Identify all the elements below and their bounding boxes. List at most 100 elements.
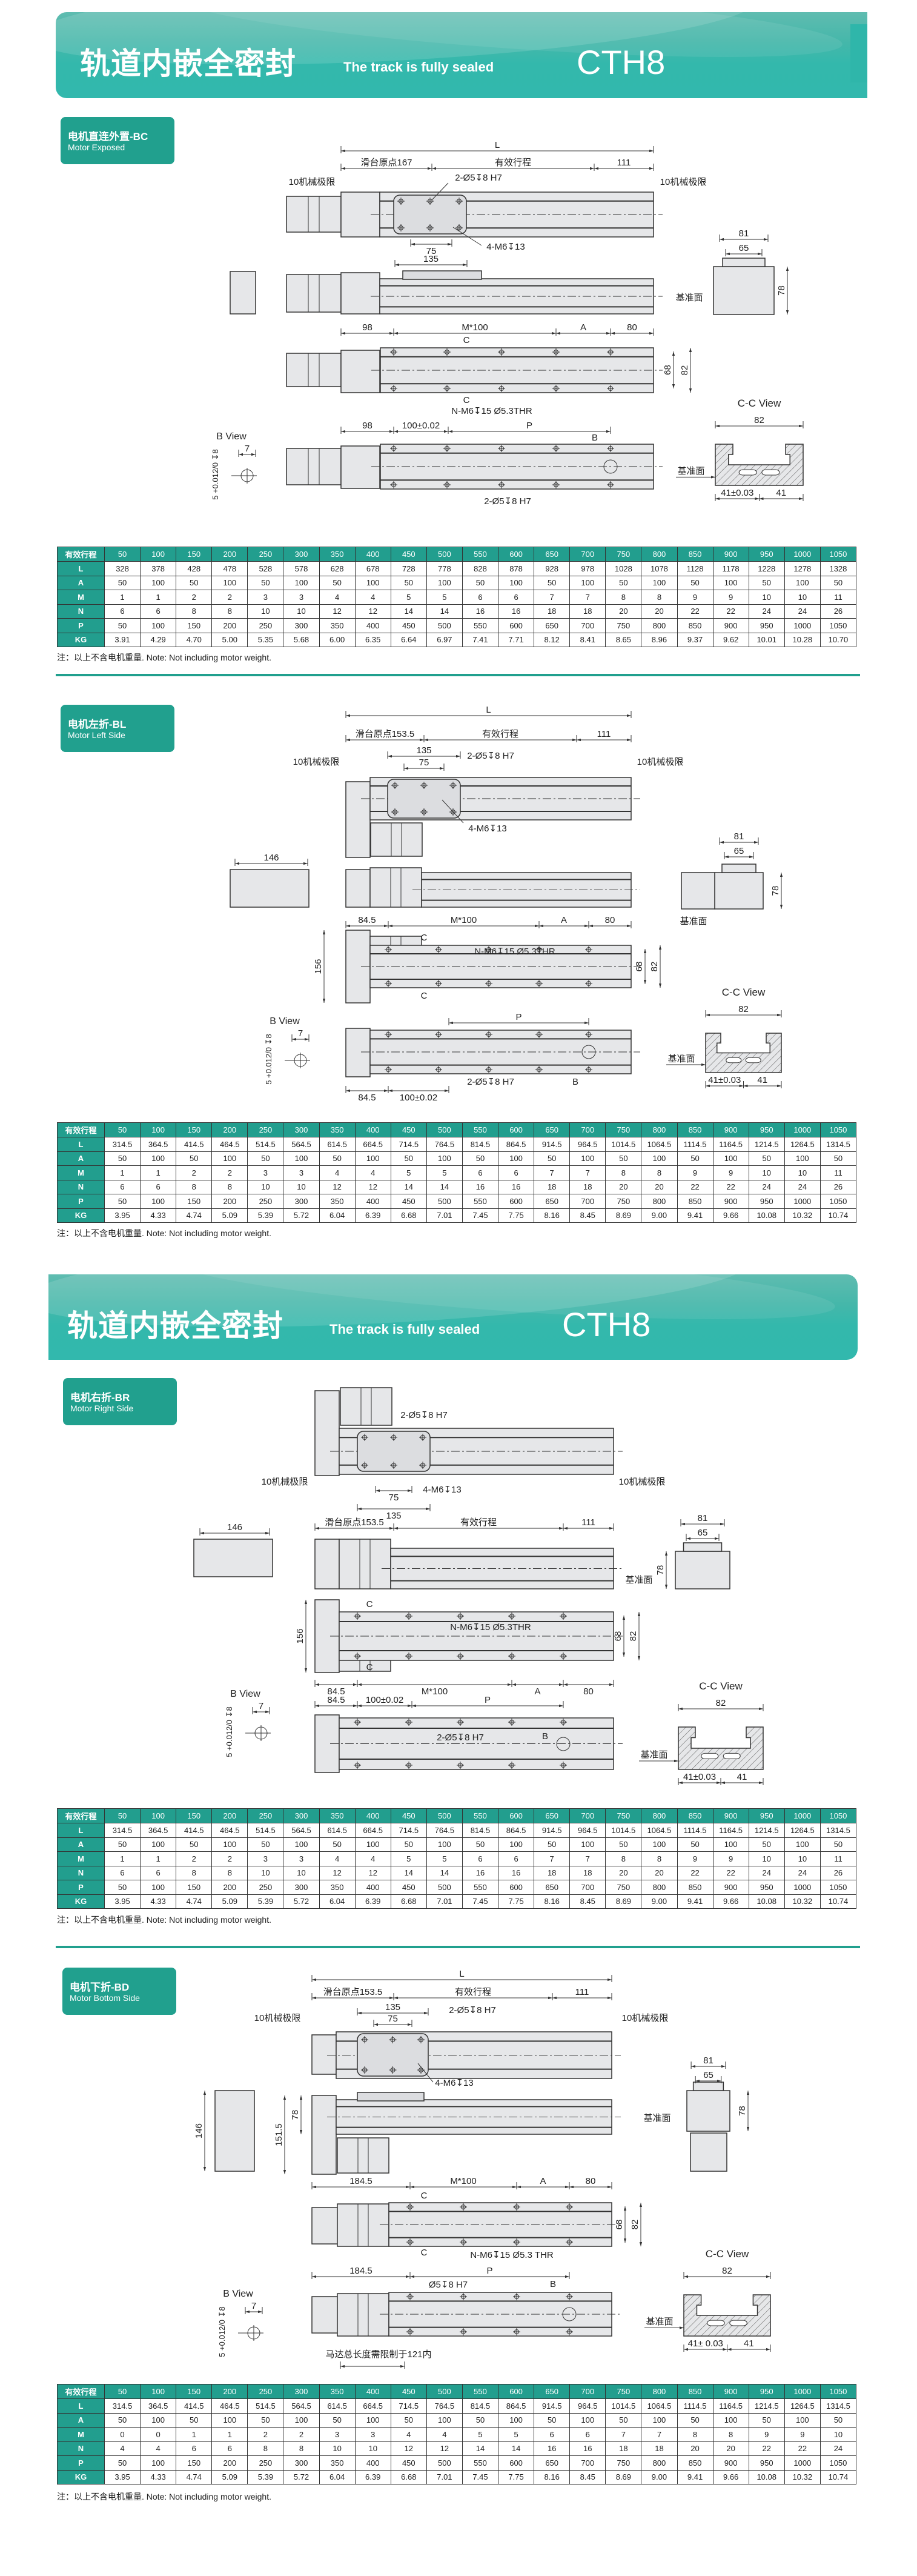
table-cell: 50 (390, 1837, 427, 1852)
header-cell: 有效行程 (57, 1122, 105, 1137)
end-offset-dim: 80 (627, 322, 637, 333)
table-cell: 700 (569, 1194, 606, 1209)
motor-offset-dim: 184.5 (349, 2176, 372, 2186)
mech-limit-label: 10机械极限 (289, 177, 336, 187)
table-cell: 10.28 (784, 632, 821, 647)
table-cell: 328 (104, 561, 141, 576)
table-cell: 8.96 (641, 632, 678, 647)
motor (286, 274, 342, 313)
stroke-header-cell: 750 (605, 1808, 642, 1823)
table-cell: 1 (104, 1165, 141, 1180)
end-plate (722, 258, 766, 267)
carriage-width-dim: 135 (423, 254, 439, 264)
table-cell: 5 (390, 590, 427, 605)
tap-hole-label: 4-M6↧13 (435, 2078, 473, 2088)
table-cell: 1050 (819, 618, 857, 633)
stroke-header-cell: 550 (462, 1808, 499, 1823)
banner-title-cn: 轨道内嵌全密封 (67, 1309, 283, 1343)
table-cell: 8 (176, 1865, 213, 1880)
table-cell: 10 (784, 590, 821, 605)
table-cell: 100 (354, 1151, 391, 1166)
table-cell: 1014.5 (605, 1137, 642, 1152)
table-cell: 9.00 (641, 1208, 678, 1223)
table-cell: 250 (247, 618, 284, 633)
table-cell: 714.5 (390, 1137, 427, 1152)
stroke-header-cell: 500 (426, 547, 463, 562)
table-cell: 7 (569, 1165, 606, 1180)
hole-pitch-dim: M*100 (450, 2176, 476, 2186)
end-offset-dim: 80 (605, 915, 615, 925)
table-cell: 100 (712, 575, 749, 590)
table-cell: 2 (211, 1165, 248, 1180)
table-cell: 878 (498, 561, 535, 576)
stroke-header-cell: 800 (641, 1122, 678, 1137)
row-label: N (57, 604, 105, 619)
b-view-width-dim: 7 (245, 444, 250, 454)
motor-offset-dim: 98 (362, 421, 372, 431)
a-dim: A (534, 1686, 540, 1697)
table-cell: 1000 (784, 618, 821, 633)
table-cell: 1278 (784, 561, 821, 576)
end-height-dim: 78 (655, 1565, 666, 1576)
b-view-hole-dim: 5 +0.012/0 ↧8 (225, 1706, 234, 1757)
thread-hole-label: N-M6↧15 Ø5.3THR (450, 1622, 531, 1632)
pin-hole-label: 2-Ø5↧8 H7 (467, 751, 514, 761)
table-cell: 10.70 (819, 632, 857, 647)
table-cell: 900 (712, 1194, 749, 1209)
section-name: Motor Exposed (68, 142, 125, 152)
table-cell: 850 (677, 1194, 713, 1209)
section-mark-c: C (366, 1662, 373, 1672)
motor-flange (340, 272, 380, 315)
b-view-hole-dim: 5 +0.012/0 ↧8 (264, 1034, 273, 1085)
motor-housing (314, 1539, 340, 1589)
table-cell: 100 (712, 1151, 749, 1166)
hole-pitch-dim: M*100 (451, 915, 477, 925)
table-cell: 14 (390, 1179, 427, 1194)
table-cell: 9.37 (677, 632, 713, 647)
thread-hole-label: N-M6↧15 Ø5.3 THR (470, 2250, 553, 2260)
table-cell: 11 (819, 1851, 857, 1866)
hole-span-dim: 68 (634, 962, 644, 972)
table-cell: 16 (498, 1865, 535, 1880)
stroke-header-cell: 900 (712, 547, 749, 562)
mech-limit-label: 10机械极限 (637, 757, 684, 767)
stroke-header-cell: 200 (211, 547, 248, 562)
motor-length-note: 马达总长度需限制于121内 (325, 2349, 431, 2360)
end-plate (721, 864, 756, 873)
stroke-header-cell: 850 (677, 547, 713, 562)
cc-half-dim: 41± 0.03 (688, 2338, 723, 2349)
reference-surface-label: 基准面 (667, 1054, 695, 1064)
p-dim: P (485, 1695, 491, 1705)
section-mark-c: C (421, 2248, 428, 2258)
section-mark-c: C (421, 933, 428, 943)
table-cell: 100 (140, 1151, 177, 1166)
banner-title-cn: 轨道内嵌全密封 (80, 47, 296, 81)
table-cell: 100 (140, 618, 177, 633)
stroke-header-cell: 350 (319, 1808, 356, 1823)
section-label-bl: 电机左折-BL Motor Left Side (61, 705, 174, 752)
end-width-dim: 81 (734, 831, 744, 842)
stroke-header-cell: 850 (677, 1122, 713, 1137)
table-cell: 364.5 (140, 1137, 177, 1152)
table-cell: 5 (426, 1165, 463, 1180)
stroke-header-cell: 950 (748, 1122, 785, 1137)
table-cell: 50 (104, 618, 141, 633)
table-cell: 100 (641, 1151, 678, 1166)
table-cell: 8.41 (569, 632, 606, 647)
stroke-header-cell: 450 (390, 1122, 427, 1137)
table-cell: 50 (104, 1194, 141, 1209)
cc-width-dim: 82 (754, 415, 764, 425)
table-cell: 6.64 (390, 632, 427, 647)
table-cell: 6.97 (426, 632, 463, 647)
stroke-dim: 有效行程 (455, 1987, 491, 1997)
table-cell: 500 (426, 1880, 463, 1895)
table-cell: 100 (140, 1194, 177, 1209)
height-dim: 78 (290, 2110, 300, 2120)
table-cell: 50 (534, 1151, 571, 1166)
end-plate (692, 2082, 724, 2091)
origin-dim: 滑台原点167 (360, 158, 412, 168)
